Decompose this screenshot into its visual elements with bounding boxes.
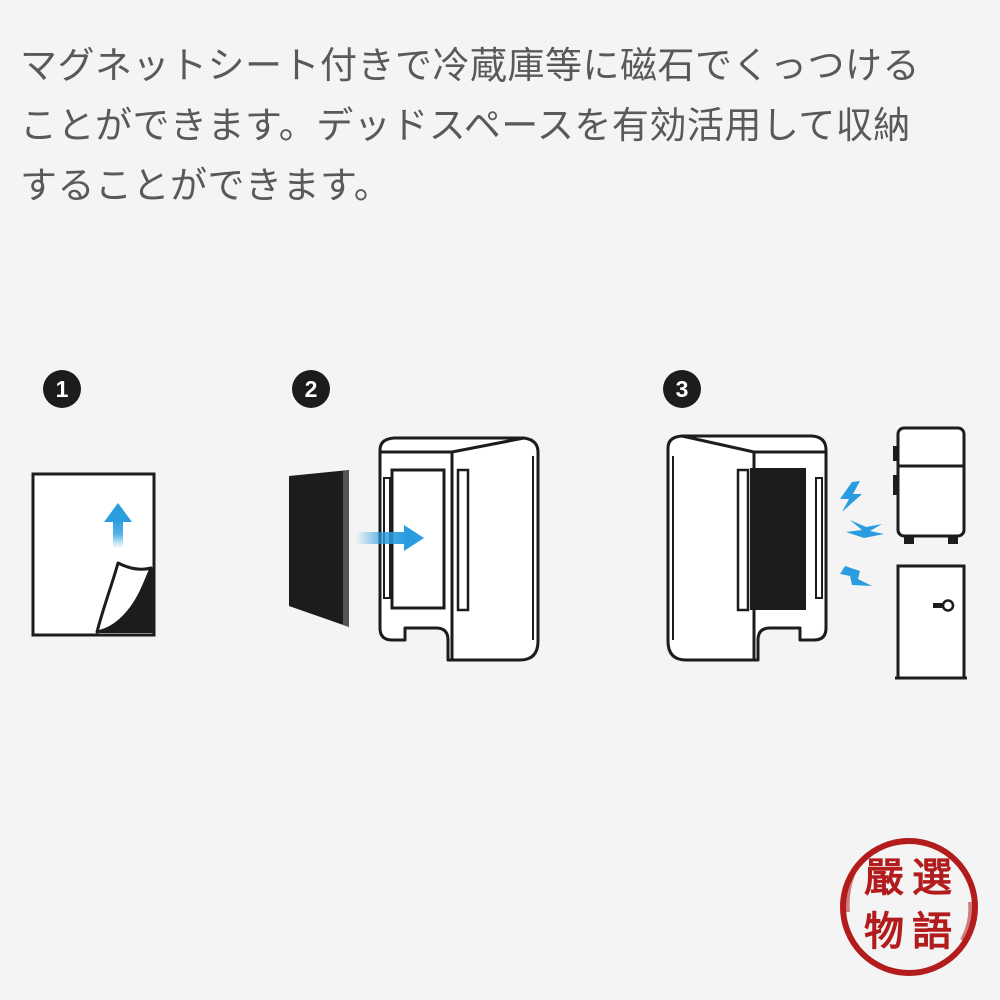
step-2-badge: 2 <box>292 370 330 408</box>
seal-char-4: 語 <box>912 908 952 955</box>
door-icon <box>895 564 967 680</box>
container-back-drawing <box>378 436 540 662</box>
description-line-2: ことができます。デッドスペースを有効活用して収納 <box>20 104 911 147</box>
brand-seal-logo: 嚴 選 物 語 <box>834 832 984 982</box>
step-3-badge: 3 <box>663 370 701 408</box>
sheet-panel-drawing <box>289 470 349 627</box>
attach-arrow-icon <box>356 525 424 551</box>
seal-char-3: 物 <box>864 908 904 955</box>
step-1-badge: 1 <box>43 370 81 408</box>
seal-char-1: 嚴 <box>864 854 904 901</box>
magnet-sheet-drawing <box>31 472 156 637</box>
description-line-3: することができます。 <box>20 164 392 207</box>
container-with-magnet-drawing <box>666 434 828 662</box>
description-line-1: マグネットシート付きで冷蔵庫等に磁石でくっつける <box>20 44 920 87</box>
description-text: マグネットシート付きで冷蔵庫等に磁石でくっつける ことができます。デッドスペース… <box>20 36 985 216</box>
seal-char-2: 選 <box>912 854 952 901</box>
fridge-icon <box>893 426 966 544</box>
peel-arrow-icon <box>104 503 132 548</box>
magnet-spark-icon <box>840 481 884 586</box>
